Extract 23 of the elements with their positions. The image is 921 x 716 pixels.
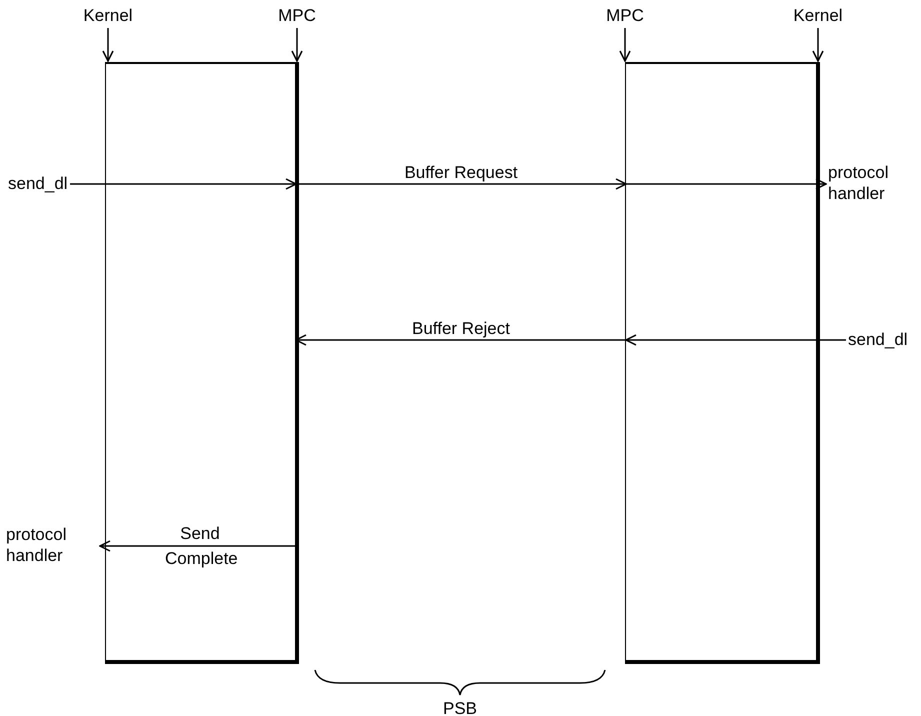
arrow — [102, 28, 114, 62]
lifeline-label: MPC — [590, 5, 660, 26]
arrow — [70, 178, 297, 190]
lifeline-label: MPC — [262, 5, 332, 26]
arrow — [99, 540, 296, 552]
call-label: send_dl — [8, 173, 68, 194]
lifeline-label: Kernel — [778, 5, 858, 26]
message-label: Send Complete — [165, 523, 235, 570]
handler-label: protocol handler — [6, 524, 98, 566]
message-label: Buffer Request — [403, 162, 519, 183]
arrow — [291, 28, 303, 62]
call-label: send_dl — [848, 329, 908, 350]
process-box — [105, 62, 299, 664]
arrow — [619, 28, 631, 62]
arrow — [812, 28, 824, 62]
handler-label: protocol handler — [828, 162, 918, 204]
arrow — [296, 178, 627, 190]
arrow — [625, 334, 846, 346]
arrow — [626, 178, 827, 190]
message-label: Buffer Reject — [411, 318, 511, 339]
process-box — [625, 62, 820, 664]
lifeline-label: Kernel — [68, 5, 148, 26]
brace-label: PSB — [442, 698, 478, 716]
